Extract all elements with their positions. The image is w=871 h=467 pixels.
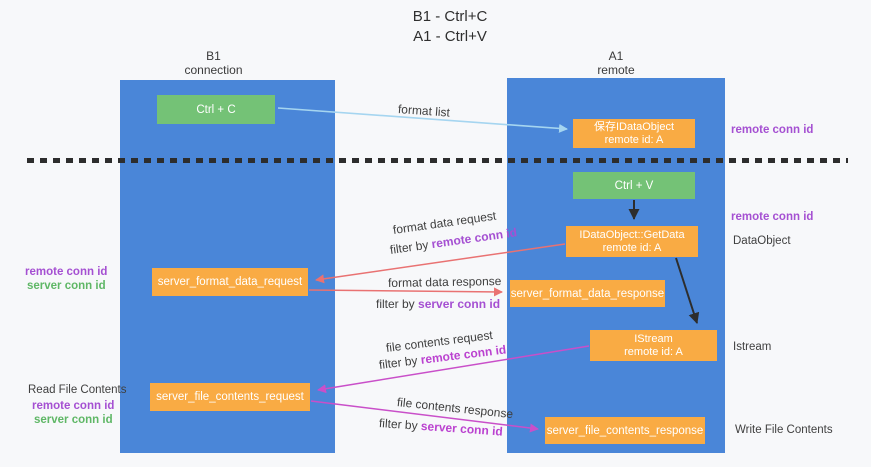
left-server-conn-id-top: server conn id (27, 280, 106, 292)
filter-by-text: filter by (376, 297, 419, 311)
right-remote-conn-id-mid: remote conn id (731, 211, 814, 223)
ctrl-c-label: Ctrl + C (196, 103, 236, 116)
server-format-data-request-label: server_format_data_request (157, 276, 303, 288)
diagram-title: B1 - Ctrl+C A1 - Ctrl+V (315, 7, 585, 47)
node-server-file-contents-request: server_file_contents_request (150, 383, 310, 411)
server-file-contents-request-label: server_file_contents_request (156, 391, 304, 403)
save-dataobject-line1: 保存IDataObject (593, 120, 675, 133)
right-column-subtitle: remote (597, 63, 635, 77)
left-column-header: B1 connection (106, 49, 321, 77)
getdata-line1: IDataObject::GetData (579, 228, 685, 241)
left-column-name: B1 (206, 49, 221, 63)
format-data-response-arrow (308, 287, 503, 297)
boundary-dashed-line (27, 158, 848, 163)
node-ctrl-v: Ctrl + V (573, 172, 695, 199)
node-save-dataobject: 保存IDataObject remote id: A (573, 119, 695, 148)
istream-line1: IStream (634, 332, 673, 345)
title-line-2: A1 - Ctrl+V (413, 28, 487, 45)
write-file-contents-label: Write File Contents (735, 424, 833, 436)
filter-by-text: filter by (378, 416, 422, 433)
right-remote-conn-id-top: remote conn id (731, 124, 814, 136)
ctrl-v-label: Ctrl + V (614, 179, 654, 192)
left-server-conn-id-bottom: server conn id (34, 414, 113, 426)
format-list-arrow (277, 107, 568, 133)
node-server-file-contents-response: server_file_contents_response (545, 417, 705, 444)
title-line-1: B1 - Ctrl+C (412, 8, 488, 25)
file-contents-response-arrow (310, 400, 539, 433)
node-server-format-data-request: server_format_data_request (152, 268, 308, 296)
left-remote-conn-id-top: remote conn id (25, 266, 108, 278)
getdata-to-istream-arrow (675, 257, 700, 324)
read-file-contents-label: Read File Contents (28, 384, 127, 396)
format-data-request-arrow (315, 243, 566, 284)
istream-side-label: Istream (733, 341, 772, 353)
file-contents-request-arrow (317, 345, 590, 394)
server-conn-id-text: server conn id (418, 297, 501, 311)
dataobject-label: DataObject (733, 235, 791, 247)
server-file-contents-response-label: server_file_contents_response (546, 424, 704, 437)
node-istream: IStream remote id: A (590, 330, 717, 361)
right-column-header: A1 remote (507, 49, 725, 77)
istream-line2: remote id: A (624, 345, 683, 358)
getdata-line2: remote id: A (602, 241, 662, 254)
node-idataobject-getdata: IDataObject::GetData remote id: A (566, 226, 698, 257)
node-ctrl-c: Ctrl + C (157, 95, 275, 124)
server-format-data-response-label: server_format_data_response (510, 287, 665, 300)
flow-label-filter-server-format: filter by server conn id (376, 297, 500, 311)
left-remote-conn-id-bottom: remote conn id (32, 400, 115, 412)
node-server-format-data-response: server_format_data_response (510, 280, 665, 307)
left-column-subtitle: connection (184, 63, 243, 77)
flow-label-format-data-response: format data response (387, 274, 502, 290)
save-dataobject-line2: remote id: A (604, 133, 664, 146)
right-column-name: A1 (608, 49, 624, 63)
